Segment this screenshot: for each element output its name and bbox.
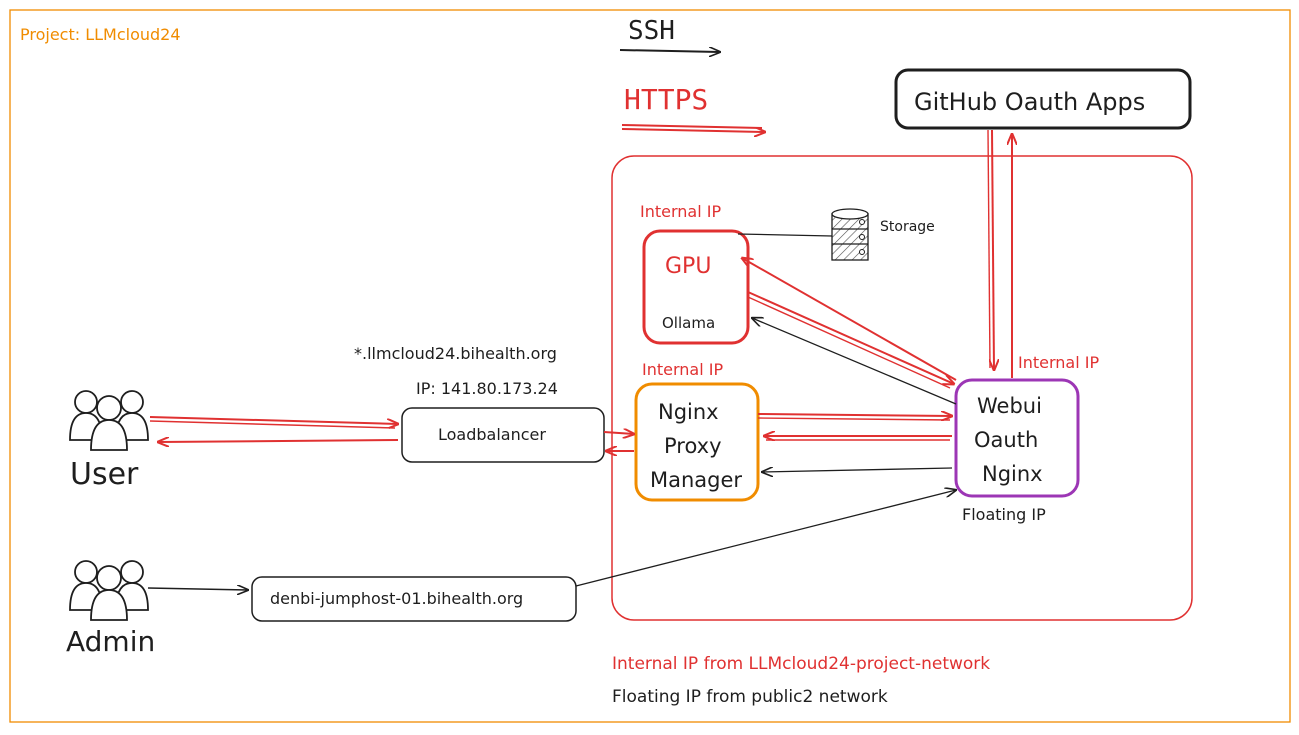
gpu-storage-link [737,233,833,237]
webui-to-gpu-ssh-arrow [752,318,957,405]
jumphost-box [251,576,577,622]
https-legend-arrow-1 [621,124,763,129]
gpu-box [642,229,750,345]
internal-ip-gpu-label: Internal IP [640,202,722,221]
nginx-proxy-line-3: Manager [650,468,743,492]
admin-group-icon [69,560,149,621]
gpu-title: GPU [665,254,712,279]
gpu-to-webui-arrow [747,291,954,384]
internal-ip-nginx-label: Internal IP [642,360,724,379]
jumphost-to-webui-arrow [575,490,956,587]
webui-line-2: Oauth [974,428,1039,452]
project-label: Project: LLMcloud24 [20,25,181,44]
github-to-webui-arrow-2 [987,129,991,369]
ip-label: IP: 141.80.173.24 [416,379,558,398]
loadbalancer-label: Loadbalancer [438,425,546,444]
loadbalancer-box [401,407,605,463]
floating-ip-note: Floating IP from public2 network [612,687,888,707]
https-legend-label: HTTPS [624,83,709,116]
nginx-to-webui-arrow-2 [757,417,951,421]
github-box [894,68,1192,130]
ssh-legend-label: SSH [628,16,675,46]
github-label: GitHub Oauth Apps [914,88,1146,116]
user-group-icon [69,390,149,451]
user-to-lb-arrow-2 [149,420,396,429]
webui-line-1: Webui [977,394,1042,418]
user-to-lb-arrow [149,416,398,424]
user-label: User [70,457,139,492]
github-to-webui-arrow [992,129,994,370]
internal-ip-webui-label: Internal IP [1018,353,1100,372]
storage-icon [831,208,869,261]
nginx-proxy-line-1: Nginx [658,400,719,424]
lb-to-user-arrow [158,440,399,442]
webui-line-3: Nginx [982,462,1043,486]
gpu-to-webui-arrow-2 [747,296,951,389]
webui-box [954,378,1080,498]
lb-to-nginx-arrow [603,432,634,434]
internal-ip-note: Internal IP from LLMcloud24-project-netw… [612,654,991,674]
nginx-proxy-line-2: Proxy [664,434,722,458]
jumphost-label: denbi-jumphost-01.bihealth.org [270,589,524,608]
ssh-legend-arrow [619,50,720,52]
nginx-proxy-box [634,382,760,502]
https-legend-arrow-2 [621,129,765,132]
storage-label: Storage [880,219,935,235]
admin-label: Admin [66,625,156,658]
webui-to-gpu-arrow [742,258,957,381]
project-network-zone [611,155,1193,621]
gpu-subtitle: Ollama [662,314,716,332]
webui-to-nginx-ssh-arrow [762,468,953,472]
project-frame [9,9,1291,723]
floating-ip-label: Floating IP [962,505,1046,524]
nginx-to-webui-arrow [757,414,952,416]
domain-label: *.llmcloud24.bihealth.org [354,344,557,363]
admin-to-jumphost-arrow [147,588,248,590]
